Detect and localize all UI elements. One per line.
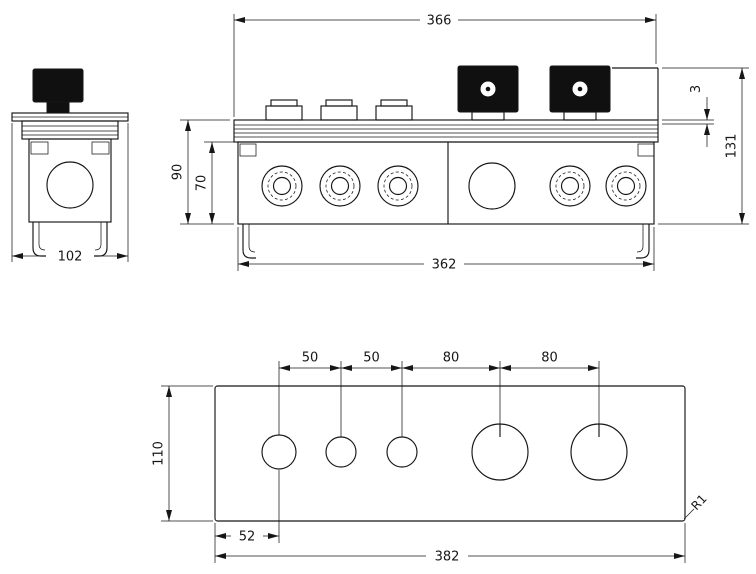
side-flange-stack [21, 120, 119, 140]
faceplate-outline [214, 385, 686, 522]
dim-label-faceplate-width: 382 [435, 550, 460, 565]
dimension-faceplate-width: 382 [214, 523, 686, 565]
front-spindle-2 [319, 165, 361, 207]
dim-label-spacing-3: 80 [443, 351, 460, 366]
dim-label-front-body-width: 362 [432, 258, 457, 273]
dim-label-first-hole-offset: 52 [239, 530, 256, 545]
faceplate-hole-3 [386, 436, 418, 468]
dim-label-front-overall-height: 131 [725, 134, 740, 159]
dim-label-front-body-height: 70 [195, 175, 210, 192]
dimension-front-overall-height: 131 [658, 67, 749, 225]
dim-label-corner-radius: R1 [689, 492, 710, 513]
front-handle-1 [457, 65, 519, 121]
side-mount-bracket-left [30, 141, 49, 155]
dim-label-spacing-1: 50 [302, 351, 319, 366]
faceplate-hole-2 [325, 436, 357, 468]
front-leg-right [636, 224, 650, 259]
front-valve-body [237, 141, 655, 225]
dimension-corner-radius: R1 [683, 492, 710, 520]
front-leg-left [242, 224, 256, 259]
dimension-front-flange-height: 90 [171, 119, 234, 225]
side-mount-bracket-right [91, 141, 110, 155]
front-mount-bracket-left [239, 143, 257, 157]
front-spindle-5 [605, 165, 647, 207]
side-view: 102 [11, 68, 129, 265]
side-leg-right [94, 222, 108, 257]
front-spindle-4 [549, 165, 591, 207]
dimension-faceplate-height: 110 [152, 385, 213, 522]
dim-label-front-plate-thickness: 3 [689, 85, 704, 93]
side-valve-body [28, 138, 112, 223]
dim-label-faceplate-height: 110 [152, 441, 167, 466]
dimension-front-overall-width: 366 [233, 14, 657, 117]
side-leg-left [32, 222, 46, 257]
front-mount-bracket-right [637, 143, 655, 157]
front-spindle-3 [377, 165, 419, 207]
front-spindle-1 [261, 165, 303, 207]
front-flange [233, 119, 659, 143]
dim-label-front-overall-width: 366 [427, 14, 452, 29]
dim-label-spacing-2: 50 [363, 351, 380, 366]
front-body-boss [468, 162, 516, 210]
dimension-front-plate-thickness: 3 [662, 85, 714, 147]
side-handle-stem [46, 101, 70, 114]
dimension-side-width: 102 [11, 123, 129, 265]
dim-label-spacing-4: 80 [541, 351, 558, 366]
front-ports [265, 99, 413, 121]
side-body-boss [46, 161, 94, 209]
front-view: 366 362 90 70 3 [171, 14, 749, 273]
front-handle-2 [549, 65, 611, 121]
faceplate-view: 50 50 80 80 110 52 382 [152, 351, 710, 565]
dimension-front-body-height: 70 [195, 141, 234, 224]
faceplate-hole-1 [261, 434, 297, 470]
dimension-front-body-width: 362 [237, 227, 655, 273]
dimension-hole-spacings: 50 50 80 80 [278, 351, 600, 437]
dim-label-side-width: 102 [58, 250, 83, 265]
side-handle-knob [32, 68, 84, 103]
dimension-first-hole-offset: 52 [215, 470, 280, 545]
dim-label-front-flange-height: 90 [171, 164, 186, 181]
